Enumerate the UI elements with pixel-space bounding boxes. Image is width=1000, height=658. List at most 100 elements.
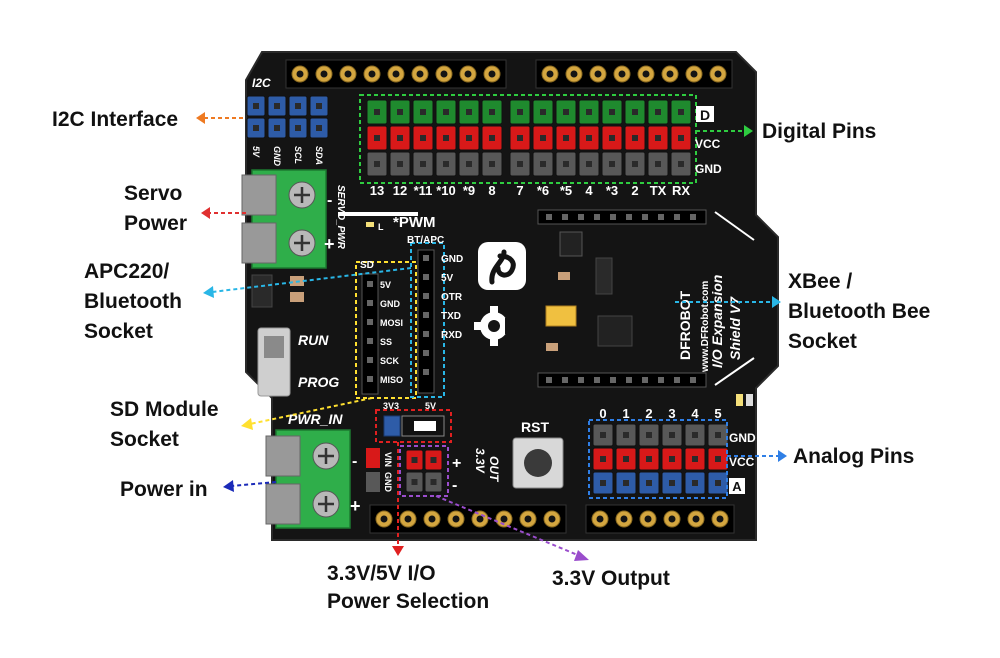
selection-highlight	[375, 409, 452, 443]
digital-pin-number-12: TX	[650, 183, 667, 198]
analog-pin-block	[592, 423, 729, 495]
resistor-4	[546, 343, 558, 351]
analog-pin-number-3: 3	[668, 406, 675, 421]
apc-arrow	[211, 267, 412, 293]
analog-pin-number-1: 1	[622, 406, 629, 421]
digital-pin-block	[366, 99, 692, 177]
i2c-callout: I2C Interface	[52, 108, 178, 131]
reset-button-cap[interactable]	[524, 449, 552, 477]
digital-vcc-label: VCC	[695, 137, 721, 151]
servo-callout-1: Servo	[124, 182, 182, 205]
selection-callout-1: 3.3V/5V I/O	[327, 562, 436, 585]
led-analog-1	[736, 394, 743, 406]
model-line-1: I/O Expansion	[709, 275, 725, 368]
digital-pin-number-4: *9	[463, 183, 475, 198]
i2c-pin-label: SDA	[314, 146, 324, 165]
model-line-2: Shield V7	[727, 296, 743, 360]
pwm-label: *PWM	[393, 214, 436, 231]
servo-terminal-slot-2	[241, 222, 277, 264]
i2c-pin-block	[246, 95, 329, 139]
bt-pin-label: GND	[441, 254, 463, 265]
servo-callout-2: Power	[124, 212, 187, 235]
sd-header	[361, 273, 379, 395]
bottom-header-right	[585, 504, 735, 534]
selection-pin-1	[383, 415, 401, 437]
vin-gnd-pin	[366, 472, 380, 492]
output-plus: +	[452, 455, 461, 472]
digital-pin-number-11: 2	[631, 183, 638, 198]
resistor-3	[558, 272, 570, 280]
digital-d-badge	[696, 106, 714, 122]
brand-text: DFROBOT	[677, 290, 693, 360]
selection-callout-2: Power Selection	[327, 590, 489, 613]
top-header-left	[285, 59, 507, 89]
power-terminal-slot-1	[265, 435, 301, 477]
digital-pin-number-8: *5	[560, 183, 572, 198]
vin-gnd-label: GND	[383, 472, 393, 493]
digital-pins-highlight	[359, 94, 697, 184]
rst-label: RST	[521, 419, 549, 435]
analog-pin-number-5: 5	[714, 406, 721, 421]
power-terminal-slot-2	[265, 483, 301, 525]
digital-pin-number-1: 12	[393, 183, 407, 198]
bt-pin-label: 5V	[441, 273, 454, 284]
regulator-chip	[251, 274, 273, 308]
digital-pin-number-13: RX	[672, 183, 690, 198]
dfrobot-logo	[478, 242, 526, 290]
sd-callout-1: SD Module	[110, 398, 219, 421]
xbee-callout-1: XBee /	[788, 270, 852, 293]
xbee-header-top	[537, 209, 707, 225]
url-text: www.DFRobot.com	[700, 281, 711, 373]
bt-pin-label: TXD	[441, 311, 461, 322]
top-header-right	[535, 59, 733, 89]
analog-gnd-label: GND	[729, 431, 756, 445]
i2c-pin-label: GND	[272, 146, 282, 167]
sd-title: SD	[360, 260, 374, 271]
digital-pin-number-3: *10	[436, 183, 456, 198]
capacitor	[545, 305, 577, 327]
vin-pin	[366, 448, 380, 468]
servo-pwr-label: SERVO_PWR	[335, 185, 346, 250]
sd-pin-label: MOSI	[380, 318, 403, 328]
analog-pin-number-4: 4	[691, 406, 699, 421]
digital-d-label: D	[700, 107, 710, 123]
selection-jumper-cap	[414, 421, 436, 431]
gear-icon	[474, 306, 515, 346]
sd-socket-highlight	[355, 261, 417, 399]
servo-minus: -	[327, 192, 332, 209]
digital-gnd-label: GND	[695, 162, 722, 176]
transistor	[595, 257, 613, 295]
bt-apc-title: BT/APC	[407, 235, 444, 246]
xbee-header-bottom	[537, 372, 707, 388]
analog-pins-highlight	[588, 419, 728, 499]
power-plus: +	[350, 496, 361, 516]
run-prog-switch-knob	[264, 336, 284, 358]
digital-pin-number-10: *3	[606, 183, 618, 198]
digital-pin-number-2: *11	[414, 183, 433, 198]
led-analog-2	[746, 394, 753, 406]
i2c-pin-label: 5V	[251, 146, 261, 158]
bottom-header-left	[369, 504, 567, 534]
power-callout: Power in	[120, 478, 208, 501]
analog-pin-number-2: 2	[645, 406, 652, 421]
output-highlight	[399, 445, 449, 497]
xbee-outline-bottom	[714, 357, 755, 386]
output-pin-block	[405, 449, 443, 493]
apc-callout-1: APC220/	[84, 260, 169, 283]
prog-label: PROG	[298, 374, 339, 390]
v33-label: 3V3	[383, 401, 399, 411]
pwr-in-label: PWR_IN	[288, 411, 343, 427]
analog-a-badge	[729, 478, 745, 494]
i2c-title: I2C	[252, 76, 271, 90]
analog-pin-number-0: 0	[599, 406, 606, 421]
xbee-outline-top	[714, 211, 755, 241]
output-callout: 3.3V Output	[552, 567, 670, 590]
digital-pin-number-7: *6	[537, 183, 549, 198]
apc-socket-highlight	[410, 242, 445, 398]
sd-pin-label: SCK	[380, 356, 400, 366]
bt-pin-label: RXD	[441, 330, 462, 341]
sd-pin-label: 5V	[380, 280, 391, 290]
